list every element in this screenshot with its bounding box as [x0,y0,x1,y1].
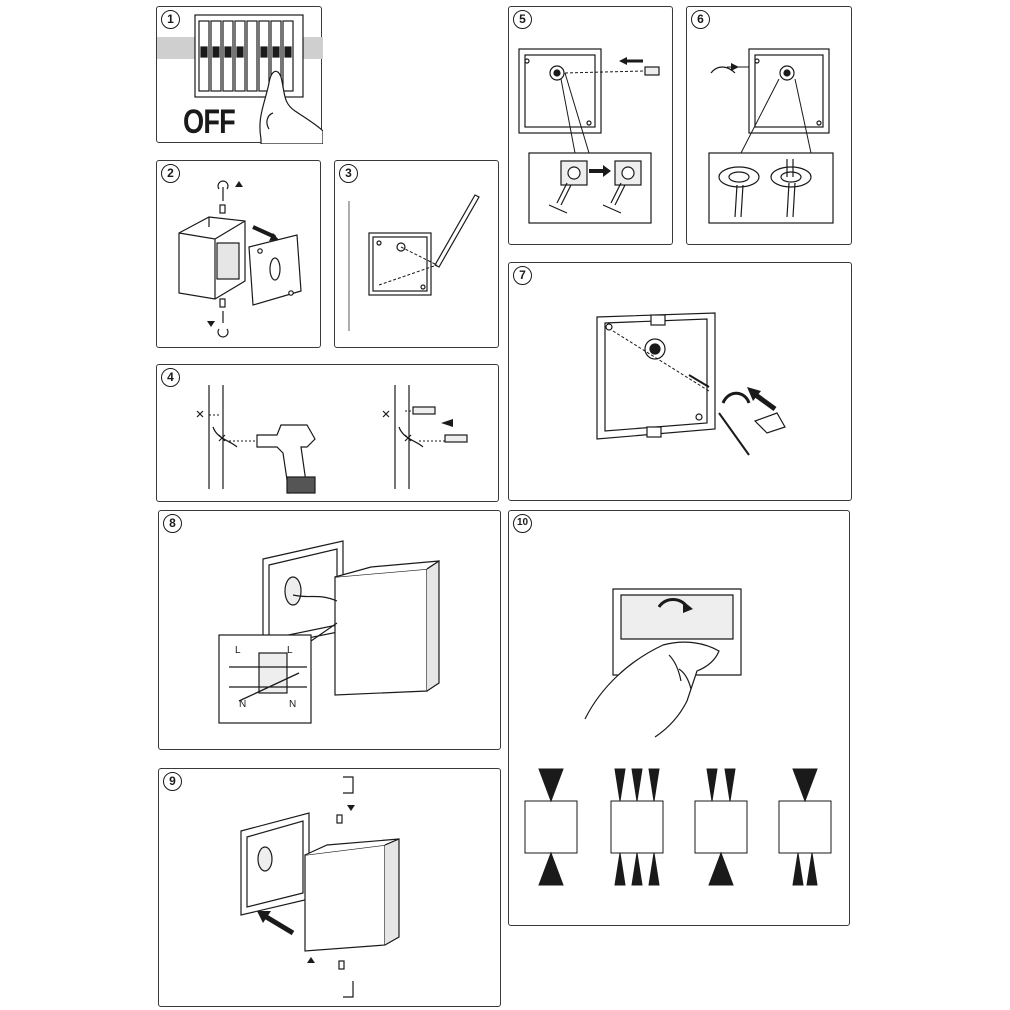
step-6-panel: 6 [686,6,852,245]
open-housing-illustration [178,180,302,338]
step-9-number: 9 [163,772,182,791]
cable-gland-illustration [518,48,660,224]
wiring-illustration: L L N N [218,540,440,724]
live-right-label: L [287,645,293,656]
mount-housing-illustration [240,776,400,998]
live-left-label: L [235,645,241,656]
beam-pattern-3 [694,768,748,886]
step-6-number: 6 [691,10,710,29]
step-10-number: 10 [513,514,532,533]
breaker-panel-illustration [157,14,323,144]
off-label: OFF [183,103,236,141]
beam-pattern-2 [610,768,664,886]
neutral-right-label: N [289,699,296,710]
step-10-panel: 10 [508,510,850,926]
beam-pattern-4 [778,768,832,886]
step-9-panel: 9 [158,768,501,1007]
step-8-panel: 8 L L N N [158,510,501,750]
mark-holes-illustration [348,194,480,331]
step-4-number: 4 [161,368,180,387]
step-7-number: 7 [513,266,532,285]
step-2-number: 2 [161,164,180,183]
step-1-panel: 1 OFF [156,6,323,144]
neutral-left-label: N [239,699,246,710]
drill-wall-illustration [196,385,468,494]
step-3-number: 3 [339,164,358,183]
step-1-number: 1 [161,10,180,29]
screw-base-illustration [596,312,786,456]
beam-adjust-illustration [524,588,832,886]
step-5-panel: 5 [508,6,673,245]
step-7-panel: 7 [508,262,852,501]
step-3-panel: 3 [334,160,499,348]
step-5-number: 5 [513,10,532,29]
beam-pattern-1 [524,768,578,886]
step-4-panel: 4 [156,364,499,502]
cable-routing-illustration [708,48,834,224]
step-2-panel: 2 [156,160,321,348]
step-8-number: 8 [163,514,182,533]
